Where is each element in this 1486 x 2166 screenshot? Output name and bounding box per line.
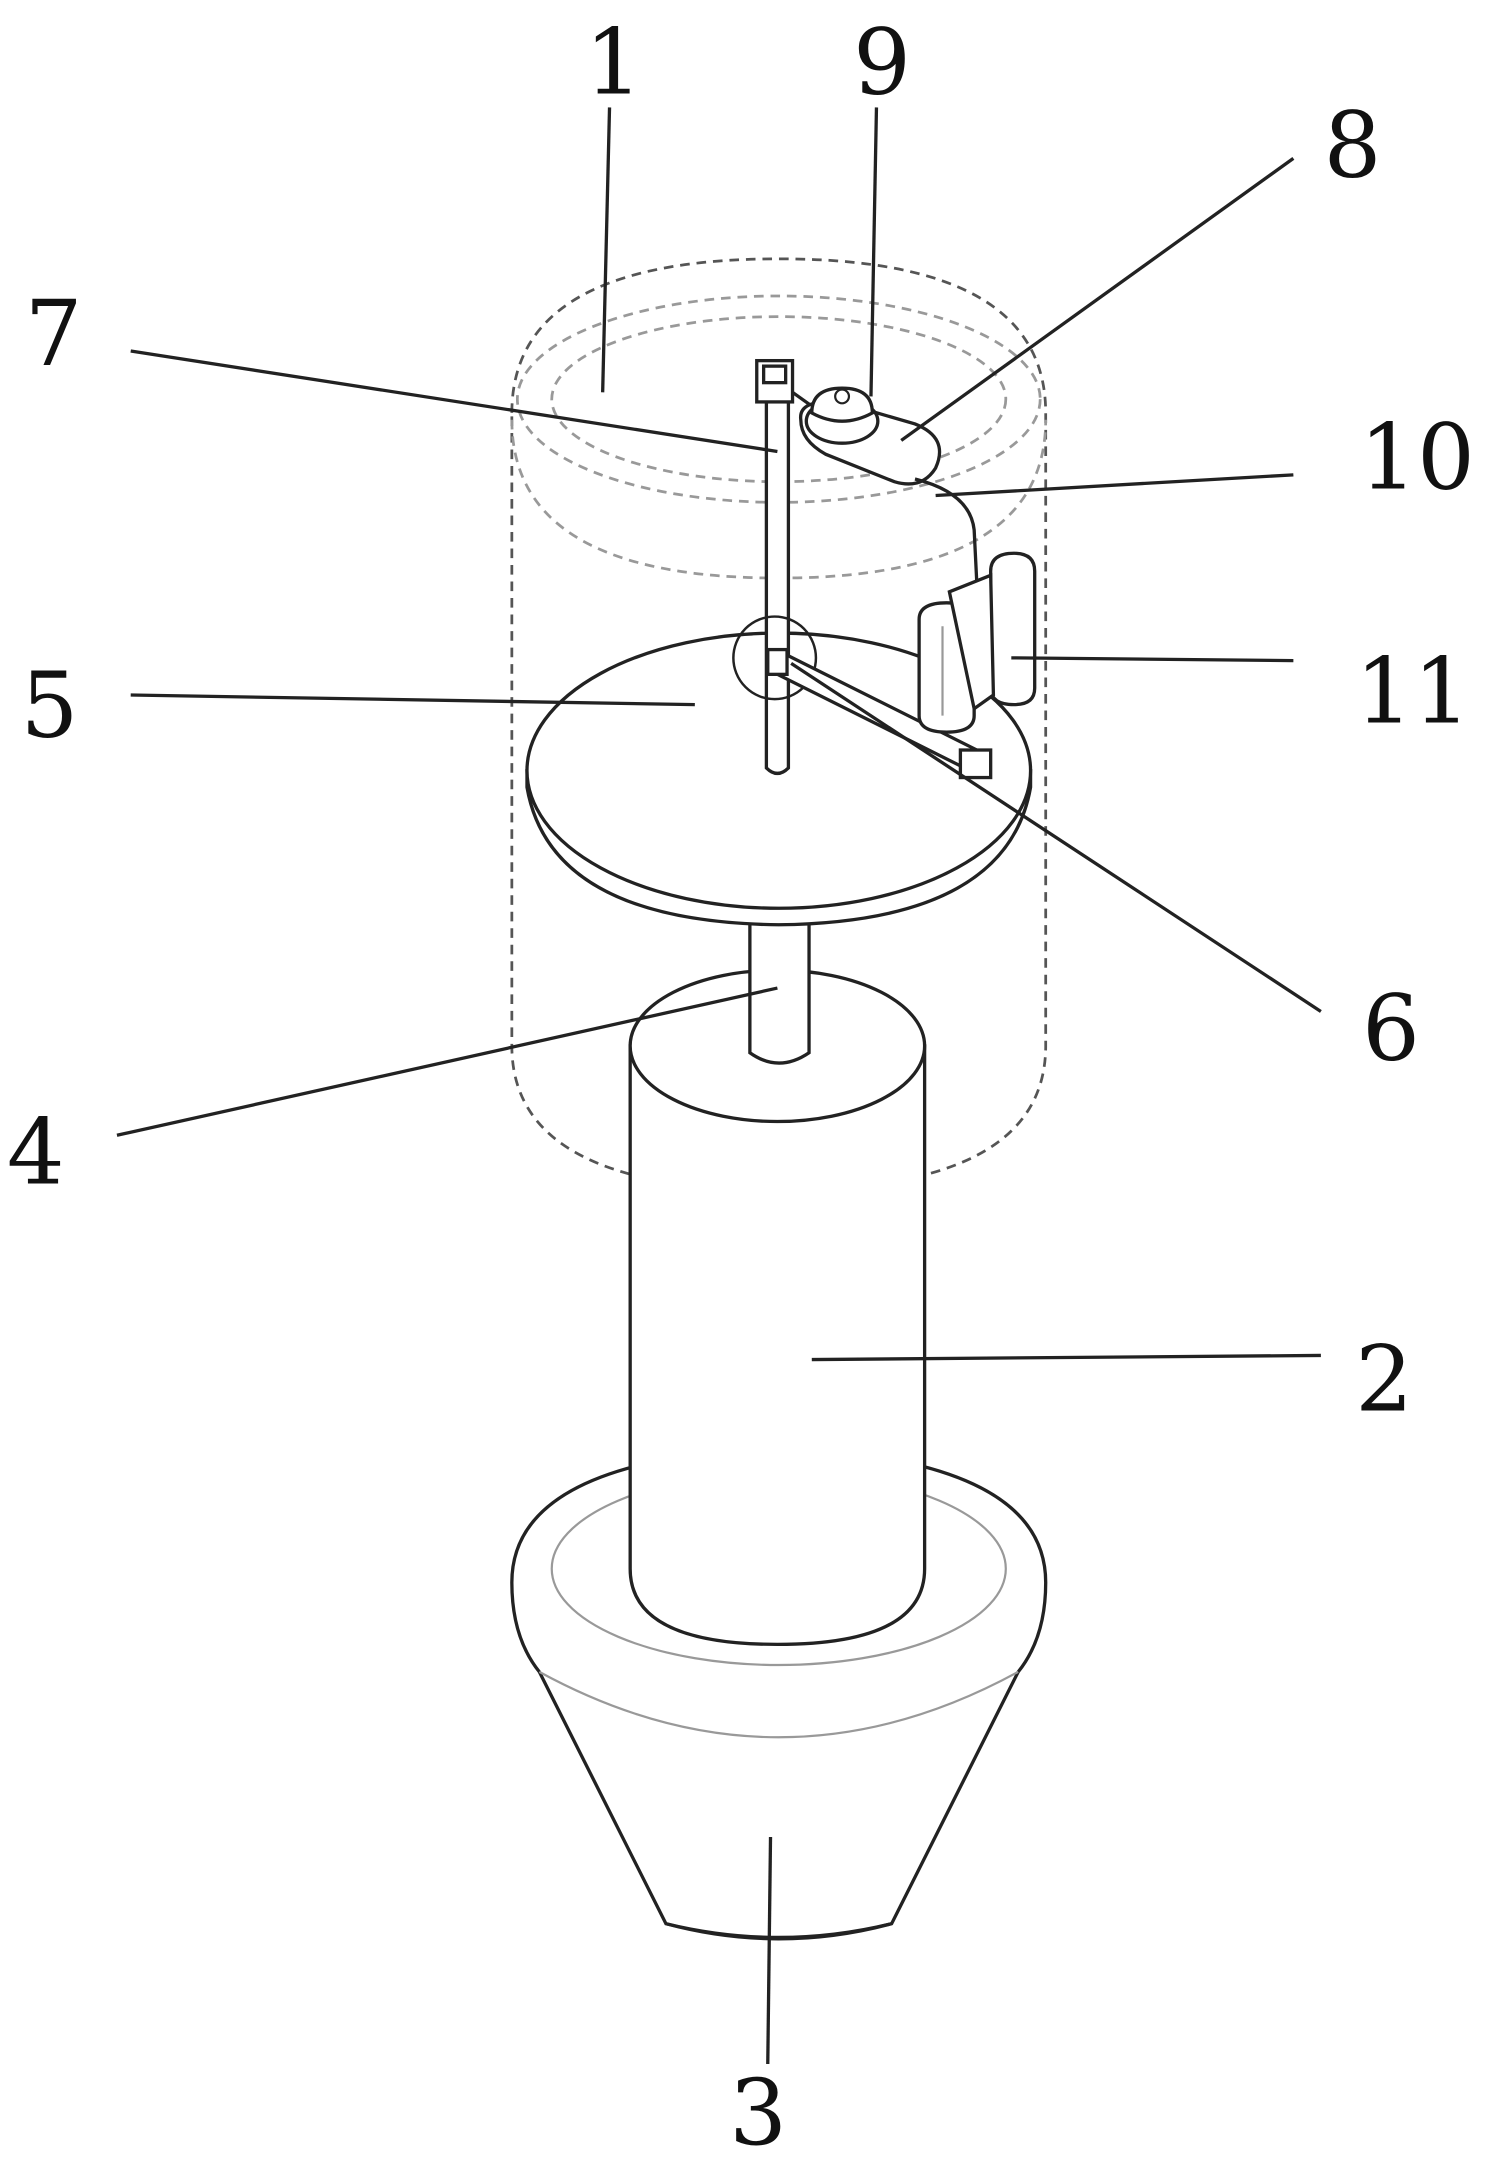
label-7: 7 — [25, 282, 83, 387]
label-10: 10 — [1359, 406, 1475, 511]
label-11: 11 — [1355, 640, 1471, 745]
label-2: 2 — [1355, 1327, 1413, 1432]
label-3: 3 — [729, 2061, 787, 2166]
shaft-4 — [750, 908, 809, 1063]
label-4: 4 — [7, 1100, 65, 1205]
cylinder-body-2 — [630, 970, 924, 1644]
label-9: 9 — [853, 11, 911, 116]
label-8: 8 — [1324, 93, 1382, 198]
sensor-9 — [806, 388, 878, 443]
label-6: 6 — [1362, 977, 1420, 1082]
label-1: 1 — [585, 11, 643, 116]
label-5: 5 — [21, 653, 79, 758]
battery-pack-11 — [919, 553, 1035, 732]
